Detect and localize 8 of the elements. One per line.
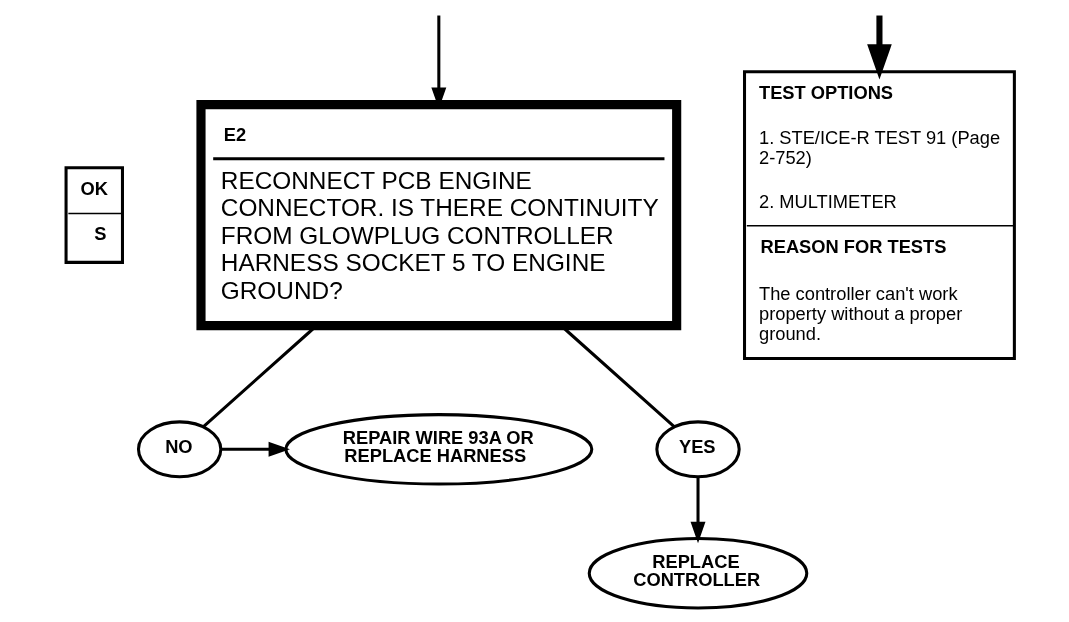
arrow (690, 477, 706, 544)
node-ellipse: YES (655, 420, 741, 479)
arrow (867, 15, 892, 80)
arrow (221, 441, 290, 457)
node-ellipse: REPAIR WIRE 93A OR REPLACE HARNESS (284, 413, 594, 486)
node-ellipse: REPLACE CONTROLLER (587, 537, 809, 610)
node-box: E2 RECONNECT PCB ENGINE CONNECTOR. IS THERE CONTINUITY FROM GLOWPLUG CONTROLLER HARNESS SOCKET 5 TO ENGINE GROUND? (196, 100, 682, 331)
node-ellipse: NO (136, 420, 223, 479)
